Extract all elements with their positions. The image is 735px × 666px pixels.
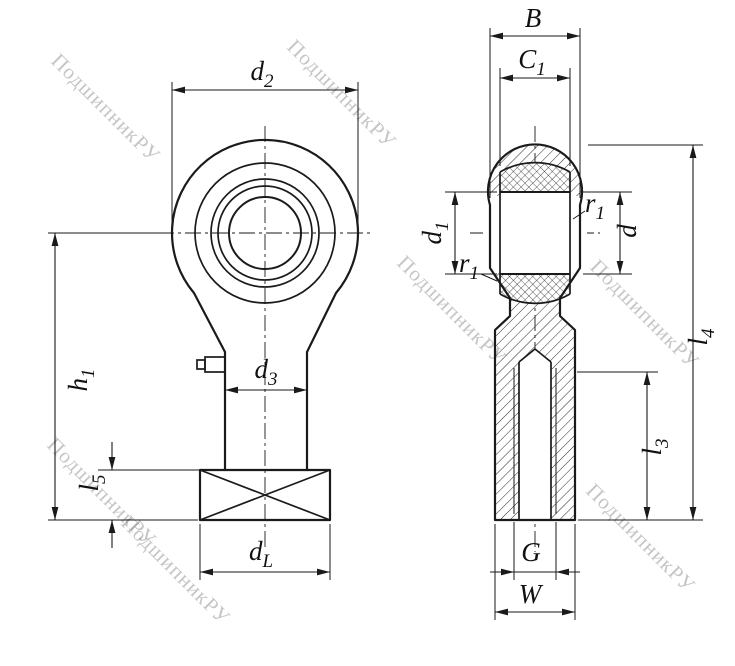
ball-bottom-cap-crosshatch	[500, 274, 570, 304]
label-r1-upper: r1	[585, 188, 605, 224]
label-d1-main: d	[417, 231, 447, 245]
label-l4-sub: 4	[698, 328, 719, 338]
label-r1-upper-sub: 1	[596, 203, 606, 224]
dim-l5: l5	[74, 442, 200, 548]
label-h1-main: h	[63, 378, 93, 392]
label-dL-main: d	[249, 536, 263, 566]
label-l5-sub: 5	[89, 474, 110, 484]
label-l3-main: l	[637, 448, 667, 456]
label-B: B	[525, 3, 542, 33]
label-h1: h1	[63, 369, 99, 392]
dim-G: G	[490, 522, 580, 580]
label-d1-sub: 1	[432, 222, 453, 232]
leader-line	[572, 210, 586, 220]
front-centerlines	[158, 126, 374, 550]
drill-point-left	[518, 348, 536, 363]
label-C1: C1	[518, 44, 546, 80]
dim-B: B	[489, 3, 581, 198]
label-d3-main: d	[255, 354, 269, 384]
dim-l3: l3	[577, 371, 673, 520]
dim-d: d	[583, 191, 642, 275]
grease-fitting	[204, 356, 226, 373]
label-G: G	[521, 537, 541, 567]
dim-d2: d2	[171, 56, 359, 226]
drill-point-right	[534, 348, 552, 363]
leader-line	[480, 273, 498, 282]
label-r1-lower: r1	[459, 248, 479, 284]
label-G-main: G	[521, 537, 541, 567]
watermark-text: ПодшипникРУ	[116, 511, 235, 630]
bore-circle	[228, 196, 302, 270]
head-inner-circle	[194, 162, 336, 304]
label-l3: l3	[637, 438, 673, 455]
label-l3-sub: 3	[652, 438, 673, 449]
dim-dL: dL	[199, 524, 331, 580]
label-dL-sub: L	[261, 551, 273, 572]
label-l4-main: l	[683, 338, 713, 346]
dim-l4: l4	[578, 144, 719, 521]
ball-top-arc	[499, 161, 571, 173]
label-r1-lower-sub: 1	[470, 263, 480, 284]
label-C1-sub: 1	[536, 59, 546, 80]
label-r1-lower-main: r	[459, 248, 470, 278]
label-d2-main: d	[251, 56, 265, 86]
watermark-layer: ПодшипникРУ ПодшипникРУ ПодшипникРУ Подш…	[42, 35, 704, 630]
front-view: d2 h1 d3 l5 dL	[48, 56, 374, 580]
watermark-text: ПодшипникРУ	[46, 49, 165, 168]
housing-opening-left	[483, 196, 500, 272]
dim-W: W	[494, 524, 576, 620]
dim-r1-upper: r1	[572, 188, 605, 224]
ball-top-cap-crosshatch	[500, 162, 570, 192]
ball-edge-circle	[217, 185, 313, 281]
side-view: B C1 d1 r1 r1 d	[417, 3, 719, 620]
label-d3: d3	[255, 354, 278, 390]
label-l4: l4	[683, 328, 719, 346]
ball-bottom-arc	[499, 293, 571, 305]
label-r1-upper-main: r	[585, 188, 596, 218]
dim-r1-lower: r1	[459, 248, 498, 284]
label-l5: l5	[74, 474, 110, 491]
dim-d1: d1	[417, 191, 497, 275]
threaded-hole-clear-area	[519, 349, 551, 519]
watermark-text: ПодшипникРУ	[581, 479, 700, 598]
label-d2: d2	[251, 56, 275, 92]
label-dL: dL	[249, 536, 273, 572]
side-part	[483, 143, 587, 522]
base-cross-line	[199, 469, 331, 521]
internal-thread	[513, 348, 557, 519]
label-C1-main: C	[518, 44, 537, 74]
race-circle	[210, 178, 320, 288]
label-h1-sub: 1	[78, 369, 99, 379]
label-d-main: d	[612, 224, 642, 238]
dim-C1: C1	[499, 44, 571, 166]
dim-h1: h1	[48, 232, 198, 521]
housing-opening-right	[570, 196, 587, 272]
label-d: d	[612, 224, 642, 238]
label-B-main: B	[525, 3, 542, 33]
label-d2-sub: 2	[264, 71, 274, 92]
label-l5-main: l	[74, 484, 104, 492]
label-d1: d1	[417, 222, 453, 245]
ball-clear-area	[500, 162, 570, 304]
label-d3-sub: 3	[267, 369, 278, 390]
housing-outline	[486, 143, 584, 522]
label-W: W	[519, 579, 544, 609]
watermark-text: ПодшипникРУ	[282, 35, 401, 154]
thread-base	[198, 468, 332, 522]
front-part	[170, 138, 360, 522]
dim-d3: d3	[225, 354, 307, 394]
label-W-main: W	[519, 579, 544, 609]
watermark-text: ПодшипникРУ	[585, 255, 704, 374]
head-and-shank-outline	[170, 138, 360, 472]
bore-circles	[194, 162, 336, 304]
grease-fitting-nub	[196, 359, 206, 370]
